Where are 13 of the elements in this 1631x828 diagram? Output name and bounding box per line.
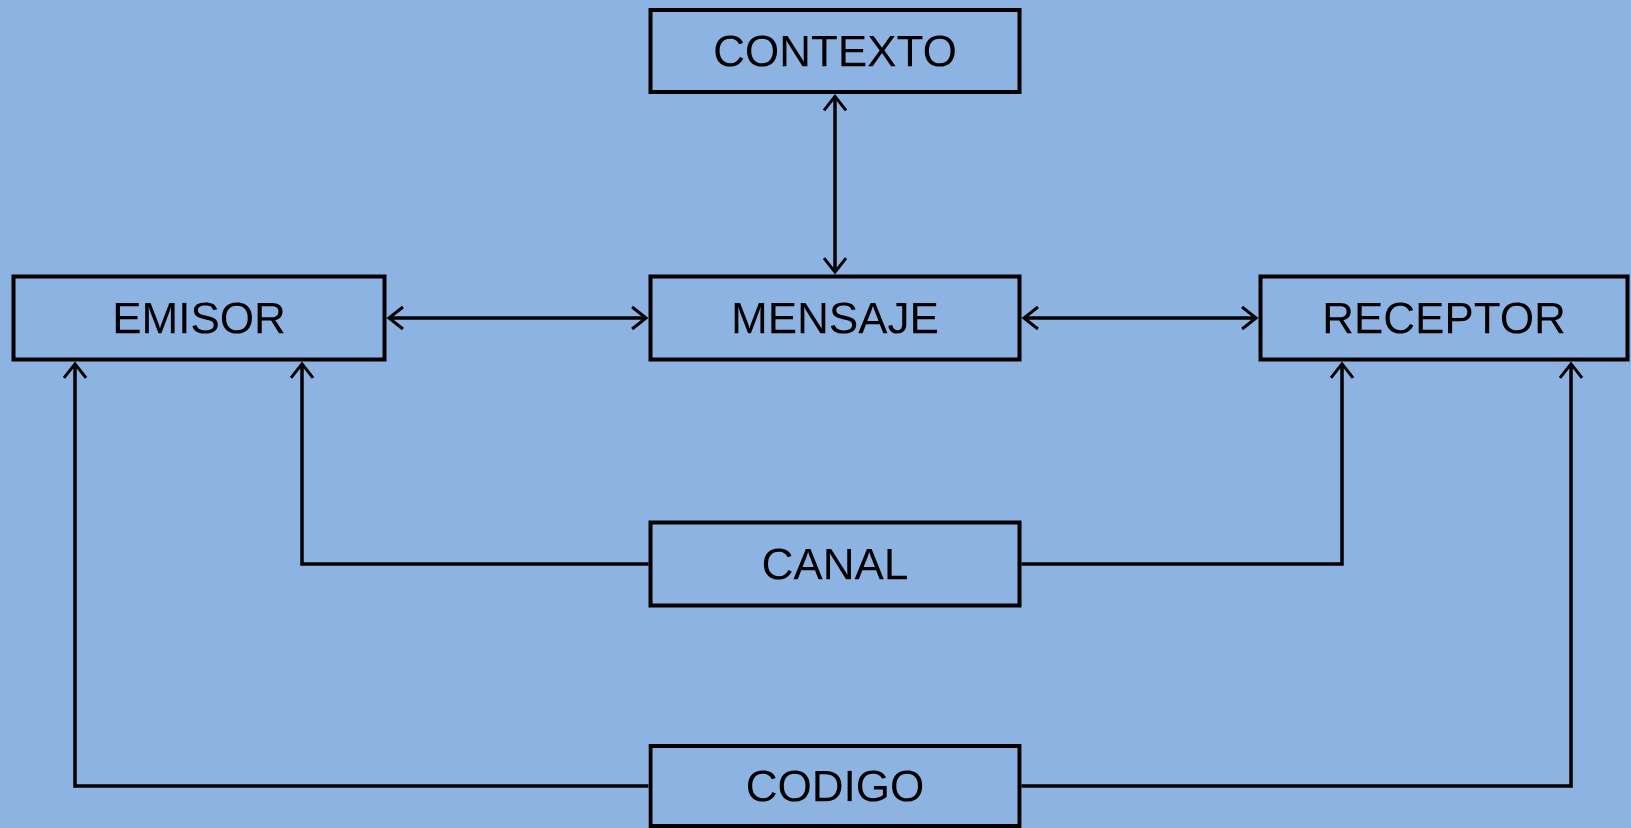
arrow	[822, 94, 848, 275]
concept-box: CODIGO	[648, 744, 1022, 828]
concept-box: MENSAJE	[648, 274, 1022, 362]
arrow	[1021, 361, 1355, 566]
arrow	[1021, 305, 1259, 331]
arrow	[386, 305, 649, 331]
arrow	[289, 361, 649, 566]
concept-box: EMISOR	[11, 274, 387, 362]
concept-box: CANAL	[648, 520, 1022, 608]
concept-box: RECEPTOR	[1258, 274, 1630, 362]
arrow	[62, 361, 649, 788]
concept-box: CONTEXTO	[648, 8, 1022, 94]
arrow	[1021, 361, 1584, 788]
